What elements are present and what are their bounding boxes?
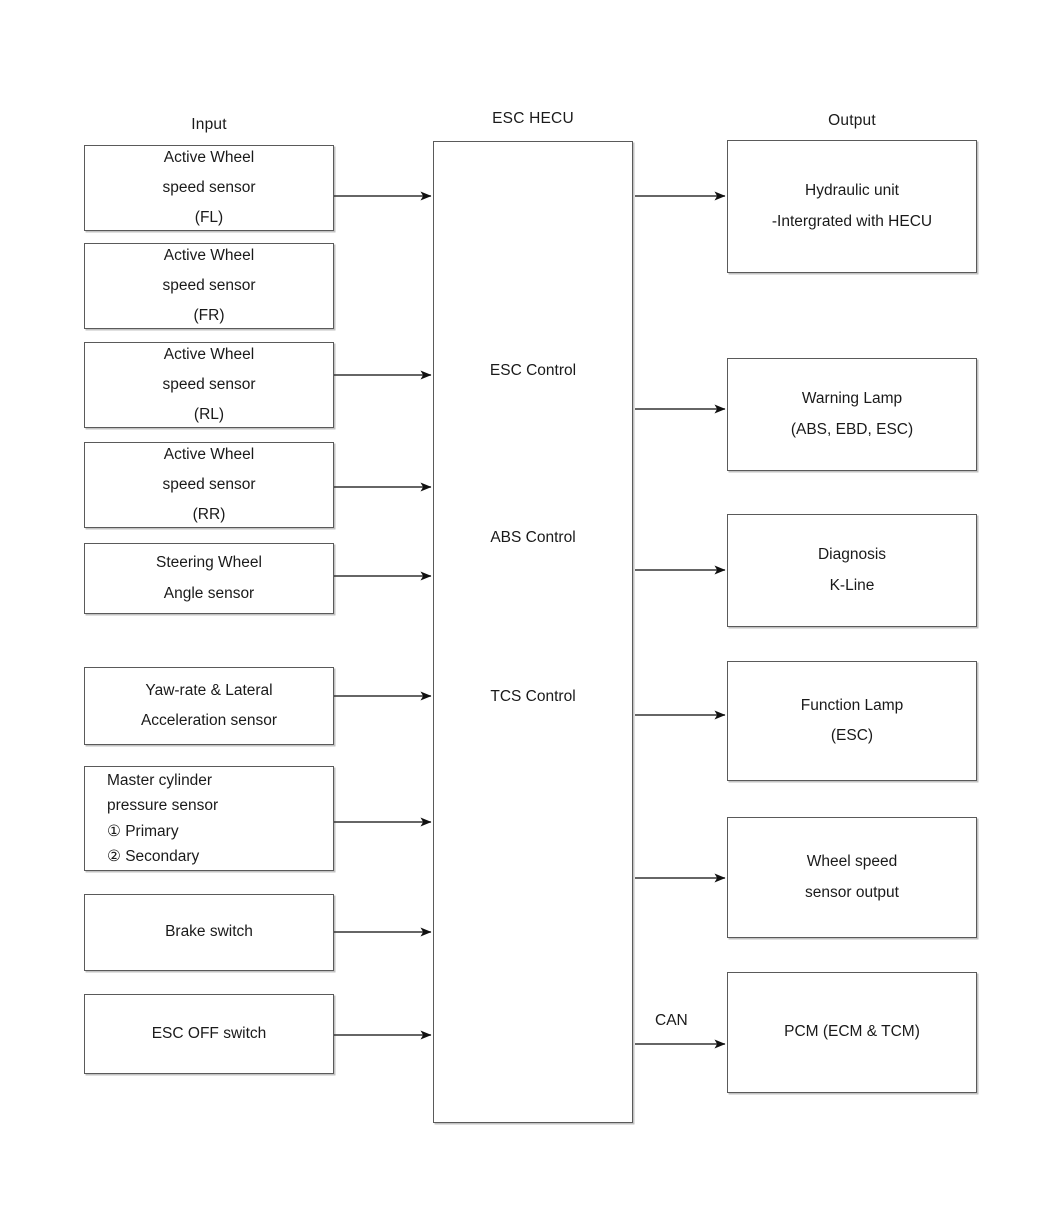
output-node-warning-lamp[interactable]: Warning Lamp (ABS, EBD, ESC) (727, 358, 977, 471)
column-title-center: ESC HECU (492, 110, 574, 127)
node-line: (ABS, EBD, ESC) (790, 420, 914, 438)
edge-label-can: CAN (655, 1012, 688, 1029)
node-line: PCM (ECM & TCM) (784, 1023, 920, 1041)
node-line: Angle sensor (163, 584, 255, 602)
node-line: (RR) (192, 506, 226, 524)
node-line: ② Secondary (107, 847, 200, 865)
node-line: Active Wheel (163, 148, 255, 166)
node-line: Steering Wheel (156, 554, 262, 572)
input-node-yaw-rate-lateral-acceleration-sensor[interactable]: Yaw-rate & Lateral Acceleration sensor (84, 667, 334, 745)
output-node-pcm[interactable]: PCM (ECM & TCM) (727, 972, 977, 1093)
node-line: sensor output (805, 883, 899, 901)
hecu-function-abs-control: ABS Control (490, 529, 576, 546)
column-title-input: Input (191, 116, 227, 133)
input-node-wheel-speed-fl[interactable]: Active Wheel speed sensor (FL) (84, 145, 334, 231)
node-line: speed sensor (162, 276, 256, 294)
node-line: speed sensor (162, 475, 256, 493)
input-node-brake-switch[interactable]: Brake switch (84, 894, 334, 971)
input-node-wheel-speed-fr[interactable]: Active Wheel speed sensor (FR) (84, 243, 334, 329)
node-line: (ESC) (830, 727, 874, 744)
input-node-steering-wheel-angle-sensor[interactable]: Steering Wheel Angle sensor (84, 543, 334, 614)
node-line: pressure sensor (107, 797, 219, 815)
node-line: Active Wheel (163, 445, 255, 463)
input-node-wheel-speed-rr[interactable]: Active Wheel speed sensor (RR) (84, 442, 334, 528)
node-line: Acceleration sensor (140, 712, 278, 729)
input-node-wheel-speed-rl[interactable]: Active Wheel speed sensor (RL) (84, 342, 334, 428)
esc-hecu-box[interactable] (433, 141, 633, 1123)
node-line: Brake switch (165, 923, 253, 941)
node-line: -Intergrated with HECU (771, 212, 933, 230)
hecu-function-tcs-control: TCS Control (490, 688, 576, 705)
output-node-hydraulic-unit[interactable]: Hydraulic unit -Intergrated with HECU (727, 140, 977, 273)
node-line: (RL) (193, 406, 225, 424)
output-node-wheel-speed-sensor-output[interactable]: Wheel speed sensor output (727, 817, 977, 938)
column-title-output: Output (828, 112, 876, 129)
node-line: Diagnosis (817, 546, 887, 564)
input-node-master-cylinder-pressure-sensor[interactable]: Master cylinder pressure sensor ① Primar… (84, 766, 334, 871)
node-line: Warning Lamp (801, 390, 903, 408)
input-node-esc-off-switch[interactable]: ESC OFF switch (84, 994, 334, 1074)
node-line: Yaw-rate & Lateral (145, 681, 273, 699)
node-line: K-Line (829, 576, 875, 594)
node-line: Hydraulic unit (805, 182, 899, 200)
node-line: Active Wheel (163, 345, 255, 363)
node-line: Active Wheel (163, 246, 255, 264)
node-line: speed sensor (162, 375, 256, 393)
node-line: speed sensor (162, 178, 256, 196)
node-line: ESC OFF switch (151, 1024, 267, 1042)
node-line: ① Primary (107, 822, 179, 840)
node-line: Master cylinder (107, 772, 213, 790)
output-node-function-lamp[interactable]: Function Lamp (ESC) (727, 661, 977, 781)
hecu-function-esc-control: ESC Control (489, 362, 577, 379)
node-line: Function Lamp (800, 696, 904, 714)
node-line: Wheel speed (806, 853, 898, 871)
node-line: (FR) (193, 307, 225, 325)
output-node-diagnosis-k-line[interactable]: Diagnosis K-Line (727, 514, 977, 627)
node-line: (FL) (194, 209, 224, 227)
